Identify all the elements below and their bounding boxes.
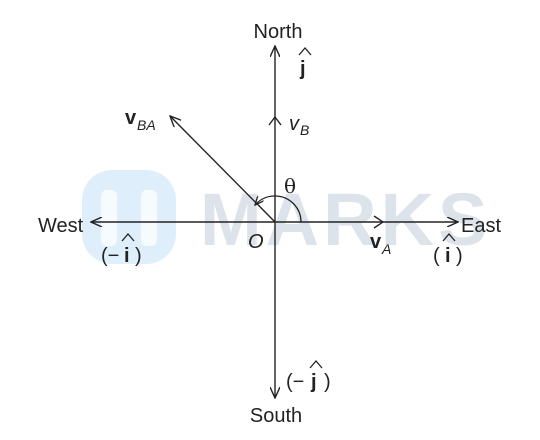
v-a-arrowhead [373,215,385,229]
north-label: North [254,21,303,43]
south-label: South [250,405,302,427]
v-b-letter: v [289,113,300,135]
south-unit-letter: j [310,371,317,393]
v-a-letter: v [370,231,382,253]
angle-theta-label: θ [284,174,296,198]
east-unit-vector: ( i ) [433,233,463,267]
v-a-subscript: A [381,241,391,257]
west-close: ) [135,245,142,267]
angle-arc [274,195,302,223]
west-label: West [38,215,84,237]
v-b-label: v B [289,113,309,138]
south-unit-vector: (− j ) [286,360,331,393]
east-hat-icon [442,233,456,242]
north-unit-letter: j [299,58,306,80]
south-close: ) [324,371,331,393]
east-unit-letter: i [445,245,451,267]
north-hat-icon [298,47,312,56]
angle-arc-back [255,195,276,205]
v-a-label: v A [370,231,391,257]
west-open: (− [101,245,119,267]
watermark-logo [82,170,176,264]
west-unit-letter: i [124,245,130,267]
west-hat-icon [121,233,135,242]
west-unit-vector: (− i ) [101,233,142,267]
south-open: (− [286,371,304,393]
south-hat-icon [309,360,323,369]
watermark-text: MARKS [200,178,491,261]
origin-label: O [248,231,264,253]
v-ba-letter: v [125,107,137,129]
v-b-subscript: B [300,122,309,138]
v-ba-subscript: BA [137,117,156,133]
v-b-arrowhead [268,115,282,126]
north-unit-vector: j [298,47,312,80]
east-close: ) [456,245,463,267]
v-ba-label: v BA [125,107,156,133]
east-label: East [461,215,501,237]
east-open: ( [433,245,440,267]
